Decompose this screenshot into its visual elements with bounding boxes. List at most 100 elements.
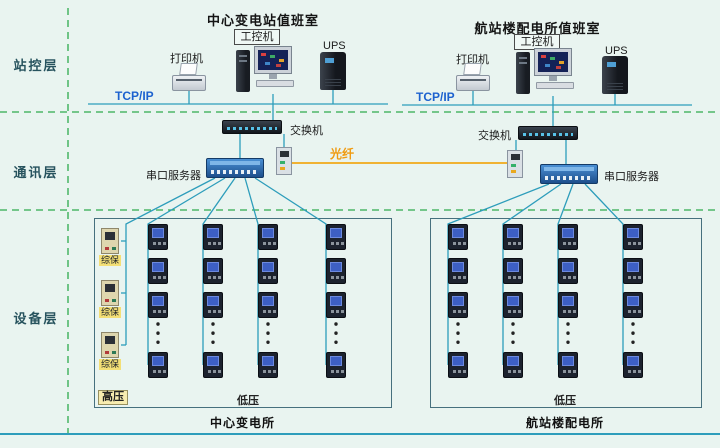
left-fiber-converter-icon <box>276 147 292 175</box>
right-ups-label: UPS <box>605 45 628 57</box>
protection-relay-icon <box>101 332 119 358</box>
power-meter-icon <box>558 224 578 250</box>
left-box-caption: 中心变电所 <box>209 416 275 430</box>
right-serial-server-label: 串口服务器 <box>604 171 659 183</box>
power-meter-icon <box>558 352 578 378</box>
layer-label-communication: 通讯层 <box>13 165 59 180</box>
protection-relay-column: 综保 综保 综保 <box>97 228 123 370</box>
left-printer-label: 打印机 <box>170 53 203 65</box>
power-meter-icon <box>623 292 643 318</box>
power-meter-icon <box>203 224 223 250</box>
left-ups-label: UPS <box>323 40 346 52</box>
right-lv-label: 低压 <box>554 395 576 407</box>
left-switch-icon <box>222 120 282 134</box>
power-meter-icon <box>623 224 643 250</box>
right-room-title: 航站楼配电所值班室 <box>474 21 601 36</box>
right-ups-icon <box>602 56 628 94</box>
power-meter-icon <box>448 352 468 378</box>
power-meter-icon <box>326 258 346 284</box>
power-meter-icon <box>448 292 468 318</box>
right-fiber-converter-icon <box>507 150 523 178</box>
power-meter-icon <box>503 258 523 284</box>
power-meter-icon <box>203 292 223 318</box>
monitor-stand <box>269 74 277 79</box>
column-spacer <box>258 326 278 344</box>
power-meter-icon <box>623 352 643 378</box>
monitor-screen <box>258 50 288 70</box>
protection-relay-icon <box>101 280 119 306</box>
left-tcpip-label: TCP/IP <box>115 89 154 103</box>
protection-relay-label: 综保 <box>98 255 121 266</box>
monitor-stand <box>549 76 557 81</box>
power-meter-icon <box>448 224 468 250</box>
keyboard-icon <box>256 80 294 87</box>
left-device-box <box>94 218 392 408</box>
column-spacer <box>203 326 223 344</box>
column-spacer <box>558 326 578 344</box>
printer-paper <box>463 63 482 75</box>
meter-column <box>448 224 468 378</box>
left-serial-server-icon <box>206 158 264 178</box>
column-spacer <box>326 326 346 344</box>
protection-relay-unit: 综保 <box>97 228 123 266</box>
power-meter-icon <box>623 258 643 284</box>
printer-slot <box>460 79 486 81</box>
right-switch-icon <box>518 126 578 140</box>
printer-body <box>456 75 490 91</box>
left-ipc-icon <box>236 46 298 96</box>
power-meter-icon <box>258 258 278 284</box>
layer-label-station-control: 站控层 <box>13 58 59 73</box>
left-printer-icon <box>172 63 206 91</box>
power-meter-icon <box>148 224 168 250</box>
left-room-title: 中心变电站值班室 <box>206 13 319 28</box>
right-box-caption: 航站楼配电所 <box>525 416 604 430</box>
right-switch-label: 交换机 <box>478 130 511 142</box>
computer-tower-icon <box>516 52 530 94</box>
power-meter-icon <box>326 224 346 250</box>
power-meter-icon <box>148 292 168 318</box>
column-spacer <box>448 326 468 344</box>
right-ipc-icon <box>516 48 578 98</box>
meter-column <box>326 224 346 378</box>
right-printer-icon <box>456 63 490 91</box>
left-serial-server-label: 串口服务器 <box>146 170 201 182</box>
printer-slot <box>176 79 202 81</box>
printer-paper <box>179 63 198 75</box>
column-spacer <box>623 326 643 344</box>
power-meter-icon <box>558 258 578 284</box>
power-meter-icon <box>326 292 346 318</box>
fiber-label: 光纤 <box>330 147 355 161</box>
monitor-icon <box>534 48 572 76</box>
protection-relay-icon <box>101 228 119 254</box>
power-meter-icon <box>203 352 223 378</box>
column-spacer <box>148 326 168 344</box>
power-meter-icon <box>503 292 523 318</box>
protection-relay-unit: 综保 <box>97 332 123 370</box>
meter-column <box>558 224 578 378</box>
left-ipc-label: 工控机 <box>234 29 280 45</box>
protection-relay-label: 综保 <box>98 307 121 318</box>
monitor-icon <box>254 46 292 74</box>
protection-relay-unit: 综保 <box>97 280 123 318</box>
power-meter-icon <box>258 352 278 378</box>
power-meter-icon <box>258 292 278 318</box>
layer-label-device: 设备层 <box>13 311 59 326</box>
power-meter-icon <box>503 224 523 250</box>
right-tcpip-label: TCP/IP <box>416 90 455 104</box>
meter-column <box>148 224 168 378</box>
power-meter-icon <box>258 224 278 250</box>
meter-column <box>203 224 223 378</box>
left-lv-label: 低压 <box>237 395 259 407</box>
power-meter-icon <box>558 292 578 318</box>
power-meter-icon <box>148 258 168 284</box>
printer-body <box>172 75 206 91</box>
left-switch-label: 交换机 <box>290 125 323 137</box>
monitor-screen <box>538 52 568 72</box>
column-spacer <box>503 326 523 344</box>
left-hv-label: 高压 <box>98 390 128 405</box>
power-meter-icon <box>448 258 468 284</box>
meter-column <box>623 224 643 378</box>
left-ups-icon <box>320 52 346 90</box>
power-meter-icon <box>203 258 223 284</box>
